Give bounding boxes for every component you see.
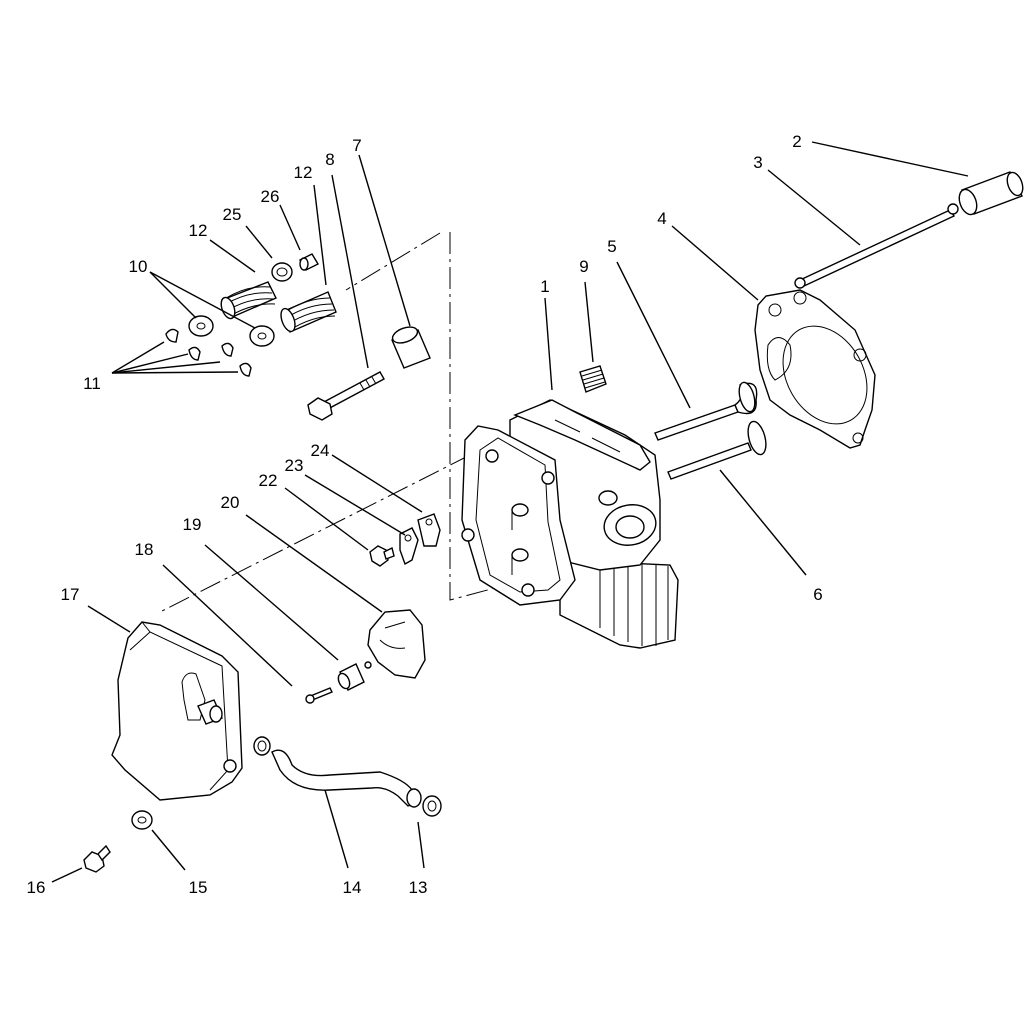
part-pin <box>305 687 333 704</box>
callout-7: 7 <box>352 136 361 155</box>
part-bracket-small <box>399 527 419 566</box>
callout-4: 4 <box>657 209 666 228</box>
callout-12-right: 12 <box>294 163 313 182</box>
callout-24: 24 <box>311 441 330 460</box>
part-keepers <box>165 328 252 377</box>
callout-16: 16 <box>27 878 46 897</box>
part-spring-retainer <box>271 262 293 282</box>
alignment-lines <box>159 232 496 613</box>
callout-26: 26 <box>261 187 280 206</box>
leader-lines <box>51 141 969 883</box>
callout-8: 8 <box>325 150 334 169</box>
part-valve-cap <box>299 253 319 271</box>
part-washer-right <box>249 325 275 347</box>
part-rocker-bolt <box>307 371 385 421</box>
part-push-rod <box>794 203 959 289</box>
part-hose-clamp-lower <box>422 795 442 817</box>
part-washer-left <box>188 315 214 337</box>
part-sealing-washer <box>131 810 153 830</box>
callout-5: 5 <box>607 237 616 256</box>
callout-14: 14 <box>343 878 362 897</box>
part-valve-cover <box>111 621 243 801</box>
callout-15: 15 <box>189 878 208 897</box>
part-valve-intake <box>654 381 758 441</box>
callout-labels: 1 2 3 4 5 6 7 8 9 10 11 12 12 13 14 15 1… <box>27 132 823 897</box>
part-spacer <box>391 326 431 369</box>
callout-2: 2 <box>792 132 801 151</box>
callout-17: 17 <box>61 585 80 604</box>
callout-19: 19 <box>183 515 202 534</box>
part-head-gasket <box>754 289 876 449</box>
callout-25: 25 <box>223 205 242 224</box>
part-breather-valve <box>337 663 365 691</box>
callout-1: 1 <box>540 277 549 296</box>
part-valve-exhaust <box>667 420 767 480</box>
callout-20: 20 <box>221 493 240 512</box>
callout-3: 3 <box>753 153 762 172</box>
part-bracket-plate <box>417 513 441 547</box>
callout-6: 6 <box>813 585 822 604</box>
part-valve-spring-left <box>220 281 277 320</box>
callout-12-left: 12 <box>189 221 208 240</box>
callout-9: 9 <box>579 257 588 276</box>
part-lifter <box>958 171 1024 216</box>
callout-13: 13 <box>409 878 428 897</box>
callout-22: 22 <box>259 471 278 490</box>
part-valve-spring-right <box>280 291 337 333</box>
part-cylinder-head <box>461 399 679 649</box>
part-hose-clamp-upper <box>253 736 271 756</box>
part-screw-small <box>369 545 395 567</box>
part-breather-cover <box>364 609 426 679</box>
callout-10: 10 <box>129 257 148 276</box>
part-cover-bolt <box>83 844 111 873</box>
callout-11: 11 <box>83 374 101 393</box>
callout-18: 18 <box>135 540 154 559</box>
callout-23: 23 <box>285 456 304 475</box>
part-breather-plug <box>579 365 607 393</box>
part-breather-tube <box>271 749 422 808</box>
